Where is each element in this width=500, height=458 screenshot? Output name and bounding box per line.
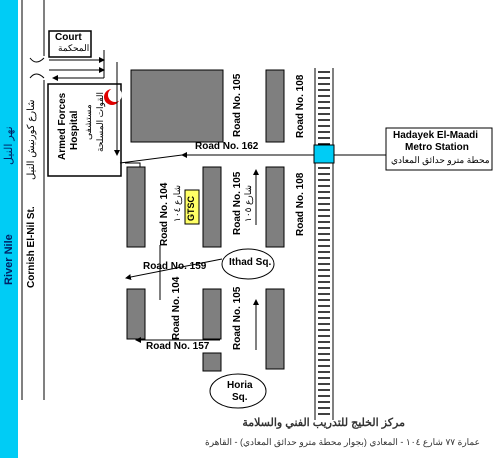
- city-block-top-105: [265, 69, 285, 143]
- court-building: [48, 30, 92, 58]
- road-108-mid-label: Road No. 108: [295, 172, 306, 236]
- arrow-road-159: [125, 258, 223, 280]
- corniche-road: [21, 0, 45, 400]
- city-block-mid-left: [126, 166, 146, 248]
- road-104-upper-label: Road No. 104: [159, 182, 170, 246]
- city-block-small: [202, 352, 222, 372]
- ithad-square-label: Ithad Sq.: [229, 257, 272, 268]
- road-104-arabic: شارع ١٠٤: [172, 184, 182, 222]
- city-block-mid-gtsc: [202, 166, 222, 248]
- city-block-low-105: [265, 288, 285, 370]
- city-block-mid-105: [265, 166, 285, 248]
- railway-line: [314, 68, 334, 420]
- road-159-label: Road No. 159: [143, 261, 207, 272]
- road-157-label: Road No. 157: [146, 341, 210, 352]
- road-105-low-label: Road No. 105: [232, 286, 243, 350]
- road-104-lower-label: Road No. 104: [171, 276, 182, 340]
- hospital-label-2: Hospital: [69, 110, 80, 150]
- hospital-arabic-2: القوات المسلحة: [95, 91, 105, 152]
- river-nile: [0, 0, 18, 458]
- arrow-road-162-b: [119, 154, 183, 164]
- metro-arabic: محطة مترو حدائق المعادي: [391, 155, 490, 165]
- horia-square: [209, 373, 267, 409]
- court-label: Court: [55, 32, 82, 43]
- city-block-big: [130, 69, 224, 143]
- gtsc-label: GTSC: [186, 195, 196, 221]
- metro-label-1: Hadayek El-Maadi: [393, 130, 479, 141]
- road-108-top-label: Road No. 108: [295, 74, 306, 138]
- road-105-arabic: شارع ١٠٥: [243, 184, 253, 222]
- metro-label-2: Metro Station: [405, 142, 469, 153]
- hospital-arabic-1: مستشفى: [83, 104, 93, 140]
- corniche-arabic: شارع كورنيش النيل: [26, 99, 37, 180]
- gtsc-building: [184, 189, 200, 225]
- hospital-label-1: Armed Forces: [57, 92, 68, 160]
- corniche-label: Cornish El-Nil St.: [26, 206, 37, 288]
- red-crescent-icon: [104, 88, 122, 105]
- metro-station-marker: [313, 144, 335, 164]
- road-105-mid-label: Road No. 105: [232, 171, 243, 235]
- road-162-label: Road No. 162: [195, 141, 259, 152]
- footer-address: عمارة ٧٧ شارع ١٠٤ - المعادي (بجوار محطة …: [204, 437, 480, 447]
- ithad-square: [221, 248, 275, 280]
- road-105-top-label: Road No. 105: [232, 73, 243, 137]
- metro-station-box: [385, 127, 493, 171]
- city-block-low-mid: [202, 288, 222, 340]
- horia-label-1: Horia: [227, 380, 253, 391]
- horia-label-2: Sq.: [232, 392, 248, 403]
- city-block-low-left: [126, 288, 146, 340]
- footer-title: مركز الخليج للتدريب الفني والسلامة: [242, 417, 405, 429]
- court-arabic: المحكمة: [58, 43, 90, 53]
- river-nile-arabic: نهر النيل: [3, 126, 15, 165]
- river-nile-label: River Nile: [3, 234, 15, 285]
- railway-ties: [318, 71, 330, 415]
